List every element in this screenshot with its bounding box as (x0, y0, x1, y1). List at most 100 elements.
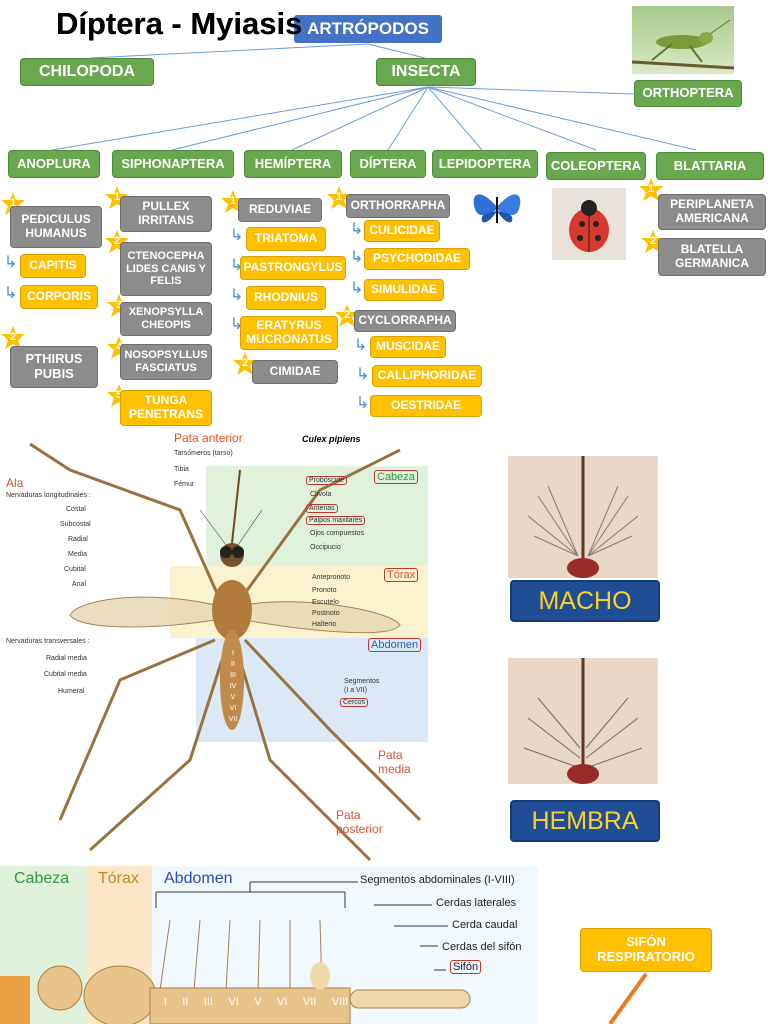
segment-numeral: VII (228, 716, 238, 723)
larva-numeral: I (163, 996, 167, 1008)
larva-numeral: II (182, 996, 189, 1008)
segment-numeral: I (232, 650, 234, 657)
larva-segment-numerals: I II III VI V VI VII VIII (156, 996, 356, 1008)
grasshopper-image (631, 6, 735, 74)
sifon-arrow (608, 972, 648, 1024)
sifon-respiratorio-box: SIFÓN RESPIRATORIO (580, 928, 712, 972)
badge-star: 2 (334, 304, 360, 330)
male-antennae-image (508, 456, 658, 578)
node-pediculus-humanus: PEDICULUS HUMANUS (10, 206, 102, 248)
node-blattaria: BLATTARIA (656, 152, 764, 180)
root-node-artropodos: ARTRÓPODOS (294, 15, 442, 43)
node-lepidoptera: LEPIDOPTERA (432, 150, 538, 178)
node-orthorrapha: ORTHORRAPHA (346, 194, 450, 218)
node-simulidae: SIMULIDAE (364, 279, 444, 301)
node-siphonaptera: SIPHONAPTERA (112, 150, 234, 178)
butterfly-image (473, 194, 521, 223)
arrow-icon: ↳ (356, 395, 370, 412)
node-chilopoda: CHILOPODA (20, 58, 154, 86)
node-psychodidae: PSYCHODIDAE (364, 248, 470, 270)
larva-label-cabeza: Cabeza (14, 870, 70, 887)
arrow-icon: ↳ (4, 285, 18, 302)
female-antennae-image (508, 658, 658, 784)
label-clivola: Clívola (310, 491, 332, 498)
node-pthirus-pubis: PTHIRUS PUBIS (10, 346, 98, 388)
label-radial: Radial (68, 536, 88, 543)
larva-numeral: VI (277, 996, 288, 1008)
node-reduviae: REDUVIAE (238, 198, 322, 222)
ladybug-image (552, 188, 626, 260)
label-macho: MACHO (510, 580, 660, 622)
arrow-icon: ↳ (350, 221, 364, 238)
badge-star: 2 (0, 326, 26, 352)
larva-illustration (0, 881, 471, 1024)
label-subcostal: Subcostal (60, 521, 91, 528)
arrow-icon: ↳ (350, 280, 364, 297)
node-oestridae: OESTRIDAE (370, 395, 482, 417)
badge-star: 2 (232, 352, 258, 378)
label-antenas: Antenas (306, 504, 338, 513)
larva-label-sifon: Sifón (450, 960, 482, 974)
label-pata-posterior: Pata posterior (336, 808, 383, 836)
node-calliphoridae: CALLIPHORIDAE (372, 365, 482, 387)
node-cyclorrapha: CYCLORRAPHA (354, 310, 456, 332)
larva-label-cerdas-sifon: Cerdas del sifón (442, 941, 522, 953)
badge-star: 1 (326, 186, 352, 212)
arrow-icon: ↳ (230, 227, 244, 244)
node-pastrongylus: PASTRONGYLUS (240, 256, 346, 280)
label-segmentos: Segmentos (344, 678, 380, 685)
larva-label-torax: Tórax (98, 870, 139, 887)
node-blatella: BLATELLA GERMANICA (658, 238, 766, 276)
segment-numeral: VI (229, 705, 237, 712)
label-femur: Fémur (174, 481, 195, 488)
label-pata-anterior: Pata anterior (174, 431, 243, 445)
arrow-icon: ↳ (350, 249, 364, 266)
segment-numerals: I II III IV V VI VII (226, 648, 240, 725)
node-anoplura: ANOPLURA (8, 150, 100, 178)
larva-label-cerdas-laterales: Cerdas laterales (436, 897, 517, 909)
label-radial-media: Radial media (46, 655, 87, 662)
label-segmentos-range: (I a VII) (344, 687, 367, 694)
node-insecta: INSECTA (376, 58, 476, 86)
larva-numeral: VI (228, 996, 239, 1008)
label-costal: Costal (66, 506, 86, 513)
label-media: Media (68, 551, 88, 558)
larva-label-segmentos: Segmentos abdominales (I-VIII) (360, 874, 515, 886)
node-capitis: CAPITIS (20, 254, 86, 278)
node-triatoma: TRIATOMA (246, 227, 326, 251)
label-tarsomeros: Tarsómeros (tarso) (174, 450, 233, 457)
node-eratyrus: ERATYRUS MUCRONATUS (240, 316, 338, 350)
larva-label-cerda-caudal: Cerda caudal (452, 919, 518, 931)
label-postnoto: Postnoto (312, 610, 340, 617)
label-palpos: Palpos maxilares (306, 516, 366, 525)
label-pronoto: Pronoto (312, 587, 337, 594)
node-xenopsylla: XENOPSYLLA CHEOPIS (120, 302, 212, 336)
label-humeral: Humeral (58, 688, 85, 695)
label-escutelo: Escutelo (312, 599, 339, 606)
label-nervaduras-longitudinales: Nervaduras longitudinales : (6, 492, 91, 499)
label-hembra: HEMBRA (510, 800, 660, 842)
arrow-icon: ↳ (356, 366, 370, 383)
label-ala: Ala (6, 476, 24, 490)
label-torax-region: Tórax (384, 568, 419, 582)
page-title: Díptera - Myiasis (56, 6, 303, 41)
label-halterio: Halterio (312, 621, 337, 628)
mosquito-species-label: Culex pipiens (302, 434, 361, 444)
tree-connectors (51, 43, 697, 151)
node-hemiptera: HEMÍPTERA (244, 150, 342, 178)
label-abdomen-region: Abdomen (368, 638, 422, 652)
larva-label-abdomen: Abdomen (164, 870, 233, 887)
node-tunga-penetrans: TUNGA PENETRANS (120, 390, 212, 426)
node-orthoptera: ORTHOPTERA (634, 80, 742, 107)
node-rhodnius: RHODNIUS (246, 286, 326, 310)
label-cubital-media: Cubital media (44, 671, 87, 678)
arrow-icon: ↳ (4, 254, 18, 271)
segment-numeral: V (230, 694, 236, 701)
mosquito-illustration (29, 442, 422, 862)
label-antepronoto: Antepronoto (312, 574, 351, 581)
label-cabeza-region: Cabeza (374, 470, 418, 484)
node-cimidae: CIMIDAE (252, 360, 338, 384)
node-periplaneta: PERIPLANETA AMERICANA (658, 194, 766, 230)
label-occipucio: Occipucio (310, 544, 341, 551)
larva-numeral: III (203, 996, 213, 1008)
